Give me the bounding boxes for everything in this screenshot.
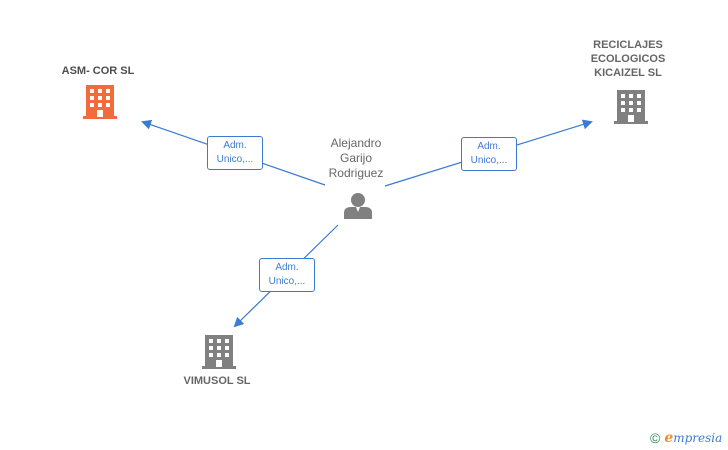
edge-label-asm-cor[interactable]: Adm. Unico,... [207,136,263,170]
company-label-vimusol[interactable]: VIMUSOL SL [183,375,251,387]
footer-brand: © empresia [650,430,722,446]
edge-label-reciclajes[interactable]: Adm. Unico,... [461,137,517,171]
company-label-reciclajes[interactable]: RECICLAJES ECOLOGICOS KICAIZEL SL [590,39,666,79]
person-icon[interactable] [344,193,372,219]
company-label-asm-cor[interactable]: ASM- COR SL [61,65,135,77]
logo-initial: e [664,430,674,446]
building-icon[interactable] [614,90,648,124]
edge-label-vimusol[interactable]: Adm. Unico,... [259,258,315,292]
building-icon[interactable] [83,85,117,119]
person-label[interactable]: Alejandro Garijo Rodriguez [328,136,384,180]
building-icon[interactable] [202,335,236,369]
copyright-icon: © [650,430,661,446]
logo-text: mpresia [673,431,723,445]
empresia-logo[interactable]: empresia [664,430,722,446]
